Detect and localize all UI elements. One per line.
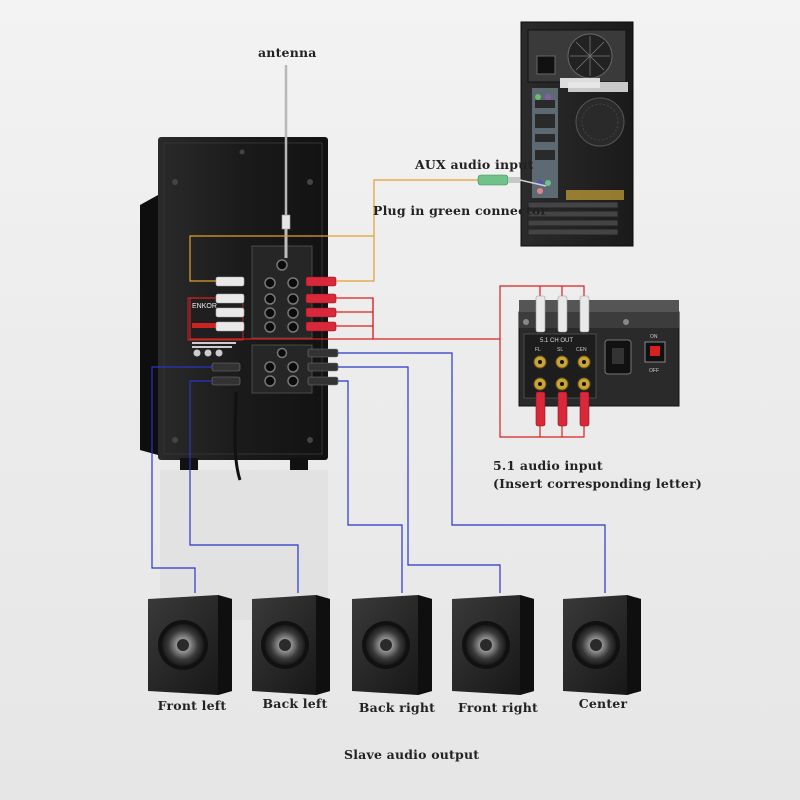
antenna: [281, 65, 291, 258]
antenna-label: antenna: [258, 45, 317, 60]
plug-green-label: Plug in green connector: [373, 203, 548, 218]
speaker-front-left: [148, 595, 232, 695]
slave-output-label: Slave audio output: [344, 747, 480, 762]
surround-input-hint: (Insert corresponding letter): [493, 476, 702, 491]
brand-mark: ENKOR: [192, 303, 217, 310]
speaker-label-back-right: Back right: [358, 700, 436, 715]
speaker-center: [563, 595, 641, 695]
case-fan: [575, 97, 625, 147]
speaker-back-right: [352, 595, 432, 695]
channel-label-fl: FL: [535, 347, 541, 353]
green-aux-plug: [477, 174, 547, 187]
channel-label-cen: CEN: [576, 347, 587, 353]
subwoofer-side: [140, 195, 158, 455]
speaker-label-back-left: Back left: [262, 696, 328, 711]
speaker-label-center: Center: [578, 696, 628, 711]
speaker-back-left: [252, 595, 330, 695]
speaker-label-front-right: Front right: [458, 700, 538, 715]
aux-wire: [189, 179, 478, 282]
power-cord: [233, 391, 242, 481]
output-panel-title: 5.1 CH OUT: [540, 338, 573, 344]
subwoofer-foot: [180, 458, 198, 470]
surround-signal-wires: [189, 285, 585, 438]
power-on-label: ON: [650, 334, 658, 340]
source-red-plugs: [535, 391, 590, 427]
surround-input-label: 5.1 audio input: [493, 458, 603, 473]
speaker-label-front-left: Front left: [157, 698, 227, 713]
speaker-wires: [151, 352, 606, 593]
computer-tower: [520, 21, 634, 247]
speaker-front-right: [452, 595, 534, 695]
subwoofer-foot: [290, 458, 308, 470]
power-off-label: OFF: [649, 368, 659, 374]
aux-input-label: AUX audio input: [415, 157, 534, 172]
channel-label-sl: SL: [557, 347, 563, 353]
source-device: 5.1 CH OUT FL SL CEN ON OFF: [518, 295, 680, 427]
source-white-plugs: [535, 295, 590, 333]
